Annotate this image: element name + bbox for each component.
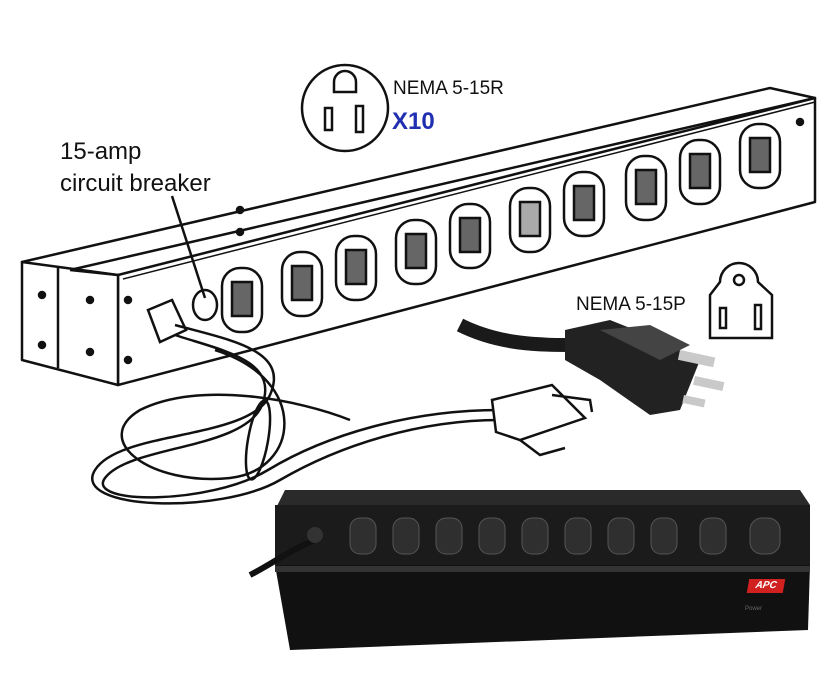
receptacle-row [220,122,782,334]
plug-photo [456,318,725,415]
receptacle-count-label: X10 [392,108,435,135]
breaker-label-line2: circuit breaker [60,170,211,197]
receptacle [678,138,722,206]
nema-5-15p-icon [708,261,774,340]
brand-logo: APC [746,579,786,593]
plug-type-label: NEMA 5-15P [576,294,686,315]
receptacle [220,266,264,334]
receptacle [562,170,606,238]
receptacle [334,234,378,302]
cord-coil [91,298,594,505]
nema-5-15r-icon [300,63,390,153]
pdu-photo: Power [248,490,810,650]
circuit-breaker [170,195,219,322]
receptacle [508,186,552,254]
receptacle [394,218,438,286]
receptacle-type-label: NEMA 5-15R [393,78,504,99]
receptacle [738,122,782,190]
receptacle [448,202,492,270]
breaker-label: 15-amp circuit breaker [60,136,211,200]
svg-text:Power: Power [745,606,762,612]
breaker-label-line1: 15-amp [60,138,142,165]
receptacle [280,250,324,318]
receptacle [624,154,668,222]
